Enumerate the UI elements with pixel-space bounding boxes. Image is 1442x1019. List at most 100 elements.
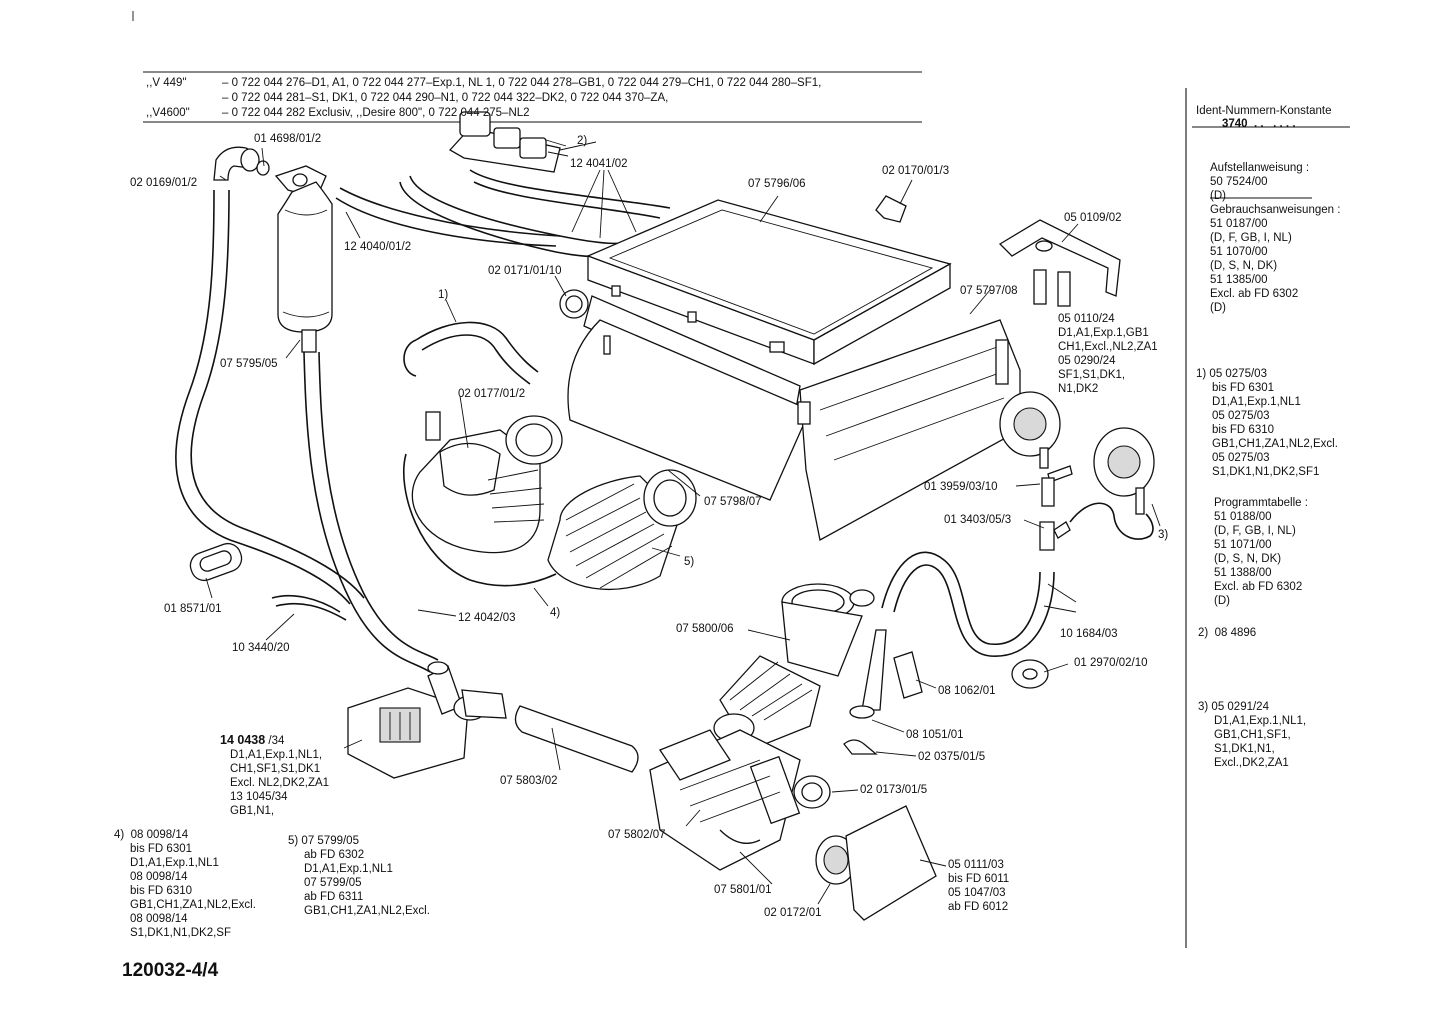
side-note-3-line: D1,A1,Exp.1,NL1, xyxy=(1214,715,1307,727)
part-label: 2) xyxy=(577,135,588,147)
part-label: 01 3959/03/10 xyxy=(924,481,998,493)
side-note-3: 3) 05 0291/24 D1,A1,Exp.1,NL1, GB1,CH1,S… xyxy=(1198,700,1306,770)
part-label: 02 0172/01 xyxy=(764,907,822,919)
side-program-table: Programmtabelle : 51 0188/00 (D, F, GB, … xyxy=(1214,496,1308,608)
side-doc-line: Aufstellanweisung : xyxy=(1210,162,1310,174)
part-label: 01 2970/02/10 xyxy=(1074,657,1148,669)
side-note-3-line: Excl.,DK2,ZA1 xyxy=(1214,757,1289,769)
footnote-5-line: D1,A1,Exp.1,NL1 xyxy=(304,863,393,875)
side-doc-line: (D) xyxy=(1210,190,1226,202)
side-program-line: 51 0188/00 xyxy=(1214,511,1272,523)
ident-value: 3740 . . . . . . xyxy=(1222,118,1296,130)
side-program-line: (D, F, GB, I, NL) xyxy=(1214,525,1296,537)
short-hose-drawing xyxy=(893,651,923,699)
part-label: 07 5802/07 xyxy=(608,829,666,841)
ring-drawing xyxy=(1011,659,1049,689)
footnote-4: 4) 08 0098/14 bis FD 6301 D1,A1,Exp.1,NL… xyxy=(114,828,256,940)
part-label: 02 0171/01/10 xyxy=(488,265,562,277)
sump-hose-drawing xyxy=(402,411,563,587)
side-program-line: (D, S, N, DK) xyxy=(1214,553,1282,565)
side-doc-line: Gebrauchsanweisungen : xyxy=(1210,204,1341,216)
pump-hose-drawing xyxy=(514,705,639,773)
side-doc-line: Excl. ab FD 6302 xyxy=(1210,288,1299,300)
part-label: 5) xyxy=(684,556,695,568)
pressure-switch-line: N1,DK2 xyxy=(1058,383,1099,395)
part-label: 02 0173/01/5 xyxy=(860,784,928,796)
side-program-line: 51 1388/00 xyxy=(1214,567,1272,579)
footnote-5-line: ab FD 6311 xyxy=(304,891,364,903)
part-label: 3) xyxy=(1158,529,1169,541)
filter-cover-line: 05 0111/03 xyxy=(948,859,1004,871)
side-program-line: Programmtabelle : xyxy=(1214,497,1308,509)
header-model-1: ,,V 449" xyxy=(146,77,187,89)
pump-line: 13 1045/34 xyxy=(230,791,288,803)
service-flap-drawing xyxy=(845,805,937,921)
document-id: 120032-4/4 xyxy=(122,960,219,981)
dispenser-housing-drawing xyxy=(567,199,1021,541)
part-label: 07 5801/01 xyxy=(714,884,772,896)
part-label: 12 4041/02 xyxy=(570,158,628,170)
part-label: 02 0375/01/5 xyxy=(918,751,986,763)
ident-title: Ident-Nummern-Konstante xyxy=(1196,105,1332,117)
part-label: 07 5800/06 xyxy=(676,623,734,635)
air-tube-drawing xyxy=(849,629,887,719)
grommet-drawing xyxy=(559,289,589,319)
part-label: 10 3440/20 xyxy=(232,642,290,654)
drain-pump-drawing xyxy=(347,661,507,779)
side-note-1-line: 05 0275/03 xyxy=(1212,410,1270,422)
side-note-1-line: S1,DK1,N1,DK2,SF1 xyxy=(1212,466,1320,478)
side-note-1-line: bis FD 6310 xyxy=(1212,424,1275,436)
pressure-switch-label: 05 0110/24 D1,A1,Exp.1,GB1 CH1,Excl.,NL2… xyxy=(1058,312,1158,396)
footnote-4-line: 08 0098/14 xyxy=(130,913,188,925)
part-label: 4) xyxy=(550,607,561,619)
pressure-switch-line: 05 0110/24 xyxy=(1058,313,1115,325)
pump-line: Excl. NL2,DK2,ZA1 xyxy=(230,777,330,789)
part-label: 02 0170/01/3 xyxy=(882,165,950,177)
part-label: 07 5795/05 xyxy=(220,358,278,370)
footnote-5: 5) 07 5799/05 ab FD 6302 D1,A1,Exp.1,NL1… xyxy=(288,834,430,918)
tee-drawing xyxy=(1039,477,1071,551)
side-program-line: (D) xyxy=(1214,595,1230,607)
footnote-4-line: bis FD 6301 xyxy=(130,843,193,855)
filter-cover-line: ab FD 6012 xyxy=(948,901,1009,913)
footnote-4-line: 08 0098/14 xyxy=(130,871,188,883)
footnote-5-line: 07 5799/05 xyxy=(304,877,362,889)
solenoid-valve-drawing xyxy=(448,111,569,173)
pump-line: CH1,SF1,S1,DK1 xyxy=(230,763,321,775)
side-doc-line: 51 1385/00 xyxy=(1210,274,1268,286)
part-label: 12 4042/03 xyxy=(458,612,516,624)
inlet-filter-drawing xyxy=(277,181,333,353)
filter-cover-label: 05 0111/03 bis FD 6011 05 1047/03 ab FD … xyxy=(948,858,1009,914)
pump-suffix: /34 xyxy=(265,735,285,747)
side-doc-line: 50 7524/00 xyxy=(1210,176,1268,188)
gasket-drawing xyxy=(189,542,243,582)
pressure-switch-line: D1,A1,Exp.1,GB1 xyxy=(1058,327,1149,339)
bracket-drawing xyxy=(998,219,1121,307)
footnote-5-line: ab FD 6302 xyxy=(304,849,365,861)
bellows-drawing xyxy=(547,469,697,590)
footnote-5-line: GB1,CH1,ZA1,NL2,Excl. xyxy=(304,905,430,917)
leader-lines xyxy=(205,141,1161,905)
header-line-1: – 0 722 044 276–D1, A1, 0 722 044 277–Ex… xyxy=(222,77,822,89)
part-label: 12 4040/01/2 xyxy=(344,241,412,253)
part-label: 1) xyxy=(438,289,449,301)
footnote-4-line: 4) 08 0098/14 xyxy=(114,829,189,841)
part-label: 01 4698/01/2 xyxy=(254,133,322,145)
header-line-2: – 0 722 044 281–S1, DK1, 0 722 044 290–N… xyxy=(222,92,669,104)
hose-left-long xyxy=(175,189,351,605)
side-note-1-line: bis FD 6301 xyxy=(1212,382,1275,394)
part-label: 08 1062/01 xyxy=(938,685,996,697)
filter-housing-drawing xyxy=(649,729,801,871)
part-label: 05 0109/02 xyxy=(1064,212,1122,224)
side-note-1: 1) 05 0275/03 bis FD 6301 D1,A1,Exp.1,NL… xyxy=(1196,367,1338,479)
header-model-2: ,,V4600" xyxy=(146,107,190,119)
clamp-drawing xyxy=(843,739,878,755)
part-label: 02 0169/01/2 xyxy=(130,177,198,189)
filter-cover-line: bis FD 6011 xyxy=(948,873,1010,885)
part-label: 01 3403/05/3 xyxy=(944,514,1012,526)
part-label: 07 5796/06 xyxy=(748,178,806,190)
side-doc-line: (D) xyxy=(1210,302,1226,314)
part-label: 07 5803/02 xyxy=(500,775,558,787)
pressure-switch-line: 05 0290/24 xyxy=(1058,355,1116,367)
